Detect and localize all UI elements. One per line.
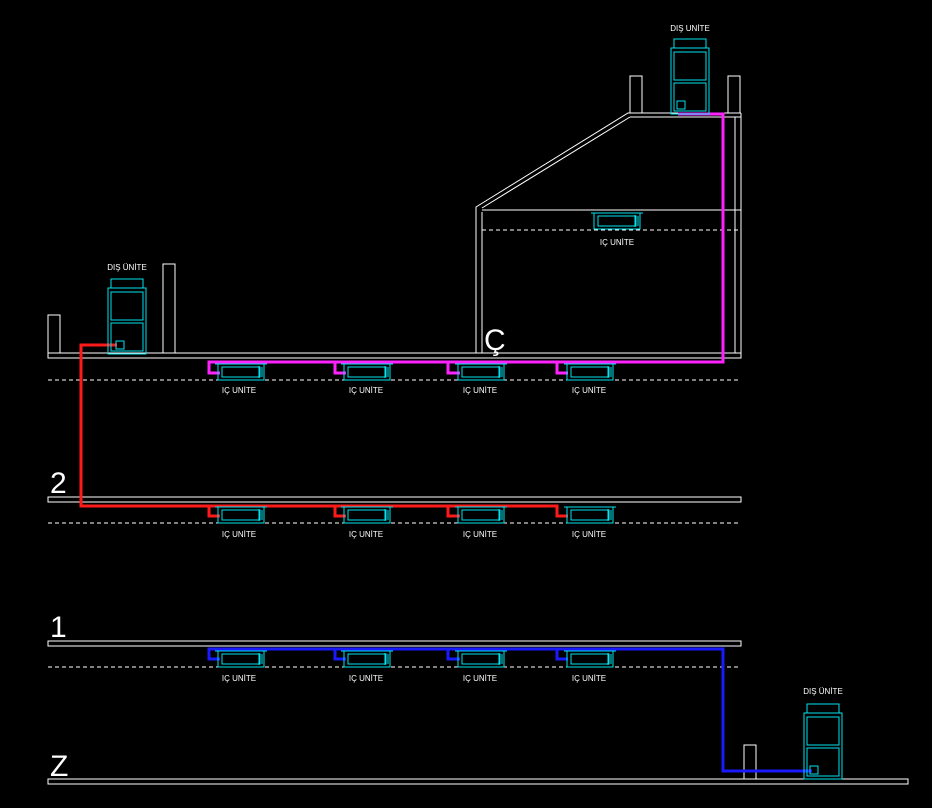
pipe-floor2-drop-2 (333, 506, 346, 518)
pipe-roof-drop-4 (555, 362, 568, 375)
floor-label-ground: Z (50, 750, 68, 783)
pipe-floor1-drop-3 (446, 649, 460, 661)
attic-indoor-unit (591, 212, 643, 230)
outdoor-left-label: DIŞ ÜNİTE (107, 263, 147, 272)
floor1-indoor-unit-1 (215, 650, 267, 668)
roof-indoor-label-2: IÇ UNİTE (349, 386, 383, 395)
outdoor-top-label: DIŞ UNİTE (670, 24, 710, 33)
floor2-indoor-label-3: IÇ UNİTE (463, 530, 497, 539)
roof-indoor-unit-2 (341, 363, 393, 381)
roof-wall-left (162, 263, 176, 354)
floor1-indoor-unit-3 (455, 650, 507, 668)
pipe-floor1-main (207, 647, 812, 773)
floor2-indoor-label-2: IÇ UNİTE (349, 530, 383, 539)
floor1-indoor-label-3: IÇ UNİTE (463, 674, 497, 683)
floor2-indoor-label-1: IÇ UNİTE (222, 530, 256, 539)
outdoor-right-label: DIŞ ÜNİTE (803, 687, 843, 696)
building-structure (47, 75, 909, 785)
pipe-floor2-main (79, 343, 568, 518)
labels: DIŞ UNİTE DIŞ ÜNİTE DIŞ ÜNİTE IÇ UNİTE I… (50, 24, 843, 783)
ground-small-wall (743, 744, 757, 780)
roof-indoor-unit-3 (455, 363, 507, 381)
floor2-indoor-label-4: IÇ UNİTE (572, 530, 606, 539)
floor1-indoor-unit-2 (341, 650, 393, 668)
floor2-indoor-unit-1 (215, 506, 267, 524)
floor2-indoor-unit-2 (341, 506, 393, 524)
floor1-indoor-label-1: IÇ UNİTE (222, 674, 256, 683)
roof-indoor-label-4: IÇ UNİTE (572, 386, 606, 395)
roof-indoor-unit-1 (215, 363, 267, 381)
pipe-roof-main (207, 112, 725, 375)
ground-slab (47, 778, 909, 785)
pipe-roof-drop-3 (446, 362, 460, 375)
floor2-indoor-unit-3 (455, 506, 507, 524)
roof-slab (47, 352, 742, 359)
pipe-floor1-drop-4 (555, 649, 568, 661)
pipe-floor2-drop-3 (446, 506, 460, 518)
pipe-floor1-drop-2 (333, 649, 346, 661)
floor1-indoor-unit-4 (564, 650, 616, 668)
outdoor-unit-left (107, 278, 147, 355)
pipe-floor2-drop-1 (207, 506, 220, 518)
penthouse-chimney-right (727, 75, 741, 114)
floor2-indoor-unit-4 (564, 506, 616, 524)
indoor-units (215, 212, 643, 668)
outdoor-unit-top (670, 38, 710, 115)
roof-indoor-label-1: IÇ UNİTE (222, 386, 256, 395)
roof-indoor-unit-4 (564, 363, 616, 381)
attic-indoor-label: IÇ UNİTE (600, 238, 634, 247)
floor-label-1: 1 (50, 611, 67, 644)
floor1-indoor-label-4: IÇ UNİTE (572, 674, 606, 683)
penthouse-inner-slope (481, 116, 631, 209)
roof-indoor-label-3: IÇ UNİTE (463, 386, 497, 395)
floor1-slab (47, 640, 742, 647)
penthouse-chimney-left (629, 75, 643, 114)
floor-label-2: 2 (50, 467, 67, 500)
refrigerant-pipes (79, 112, 812, 773)
floor1-indoor-label-2: IÇ UNİTE (349, 674, 383, 683)
floor-label-roof: Ç (484, 324, 506, 357)
pipe-roof-drop-2 (333, 362, 346, 375)
outdoor-unit-right (803, 703, 843, 780)
penthouse-outline (475, 112, 741, 353)
roof-parapet-left (47, 314, 61, 354)
floor2-slab (47, 496, 742, 503)
